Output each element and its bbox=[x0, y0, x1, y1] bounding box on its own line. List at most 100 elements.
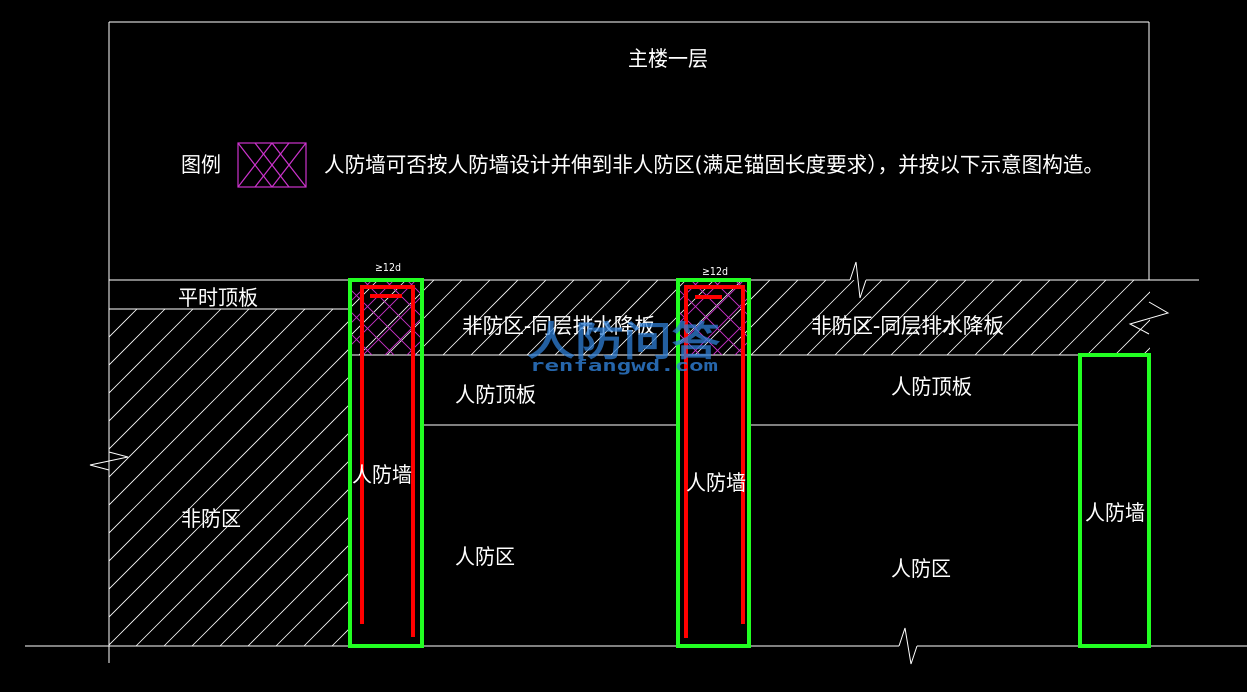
hatch-line bbox=[109, 309, 138, 338]
slab-band-hatch bbox=[247, 280, 1247, 355]
defense-wall-label-2: 人防墙 bbox=[686, 471, 746, 495]
hatch-line bbox=[712, 280, 749, 317]
hatch-line bbox=[778, 280, 855, 355]
anchor-length-label-2: ≥12d bbox=[702, 265, 728, 278]
hatch-line bbox=[1171, 280, 1246, 355]
hatch-line bbox=[109, 309, 166, 366]
hatch-line bbox=[135, 431, 350, 646]
hatch-line bbox=[918, 280, 995, 355]
hatch-line bbox=[946, 280, 1023, 355]
non-defense-slab-label-1: 非防区-同层排水降板 bbox=[462, 314, 655, 338]
hatch-line bbox=[1002, 280, 1079, 355]
hatch-line bbox=[1030, 280, 1107, 355]
hatch-line bbox=[350, 280, 351, 281]
defense-wall-2-outline bbox=[676, 278, 751, 648]
hatch-line bbox=[350, 354, 351, 355]
hatch-line bbox=[109, 319, 350, 562]
hatch-line bbox=[678, 288, 745, 355]
hatch-line bbox=[350, 280, 407, 337]
hatch-line bbox=[253, 280, 328, 355]
non-defense-zone-label: 非防区 bbox=[181, 507, 241, 531]
hatch-line bbox=[834, 280, 911, 355]
hatch-line bbox=[109, 309, 334, 534]
hatch-line bbox=[690, 280, 749, 339]
hatch-line bbox=[974, 280, 1051, 355]
hatch-line bbox=[526, 280, 603, 355]
defense-wall-3-outline bbox=[1078, 353, 1151, 648]
hatch-line bbox=[554, 280, 631, 355]
hatch-line bbox=[247, 543, 350, 646]
hatch-line bbox=[384, 280, 422, 318]
hatch-line bbox=[350, 280, 351, 281]
non-defense-slab-label-2: 非防区-同层排水降板 bbox=[811, 314, 1004, 338]
rebar-wall-1-outer bbox=[360, 285, 415, 637]
hatch-line bbox=[350, 332, 373, 355]
hatch-line bbox=[406, 280, 422, 296]
hatch-line bbox=[109, 309, 306, 506]
ordinary-roof-slab-label: 平时顶板 bbox=[178, 286, 258, 310]
hatch-line bbox=[275, 571, 350, 646]
hatch-line bbox=[610, 280, 687, 355]
defense-wall-outlines bbox=[348, 278, 1151, 648]
hatch-line bbox=[247, 280, 322, 355]
legend-description: 人防墙可否按人防墙设计并伸到非人防区(满足锚固长度要求），并按以下示意图构造。 bbox=[324, 153, 1104, 177]
hatch-line bbox=[696, 309, 1033, 646]
hatch-line bbox=[712, 318, 749, 355]
hatch-line bbox=[253, 280, 328, 355]
non-defense-zone-hatch bbox=[0, 309, 1033, 646]
defense-wall-label-1: 人防墙 bbox=[352, 463, 412, 487]
structural-lines bbox=[25, 261, 1247, 665]
main-building-frame bbox=[108, 21, 1150, 663]
defense-roof-label-2: 人防顶板 bbox=[891, 375, 972, 399]
hatch-line bbox=[0, 309, 81, 646]
hatch-line bbox=[109, 309, 250, 450]
hatch-line bbox=[109, 347, 350, 590]
watermark-sub: renfangwd.com bbox=[530, 356, 719, 375]
defense-wall-label-3: 人防墙 bbox=[1085, 501, 1145, 525]
hatch-line bbox=[750, 280, 827, 355]
hatch-line bbox=[722, 280, 799, 355]
hatch-line bbox=[191, 487, 350, 646]
hatch-line bbox=[109, 309, 222, 422]
hatch-line bbox=[350, 280, 379, 309]
hatch-line bbox=[470, 280, 547, 355]
watermark-main: 人防问答 bbox=[527, 319, 721, 365]
defense-roof-label-1: 人防顶板 bbox=[455, 383, 536, 407]
hatch-line bbox=[406, 339, 422, 355]
hatch-line bbox=[862, 280, 939, 355]
anchor-length-label-1: ≥12d bbox=[375, 261, 401, 274]
defense-zone-label-1: 人防区 bbox=[455, 545, 515, 569]
hatch-line bbox=[109, 309, 194, 394]
hatch-line bbox=[582, 280, 659, 355]
hatch-line bbox=[1086, 291, 1150, 355]
hatch-line bbox=[694, 280, 771, 355]
rebar-wall-2-outer bbox=[684, 285, 745, 638]
hatch-line bbox=[414, 280, 491, 355]
hatch-line bbox=[109, 375, 350, 618]
hatch-line bbox=[1114, 319, 1150, 355]
rebar-lines bbox=[360, 285, 745, 638]
legend-symbol bbox=[237, 142, 307, 188]
hatch-line bbox=[1199, 280, 1247, 355]
defense-wall-1-outline bbox=[348, 278, 424, 648]
watermark: 人防问答 renfangwd.com bbox=[527, 319, 721, 375]
hatch-line bbox=[109, 309, 110, 310]
hatch-line bbox=[1227, 280, 1247, 355]
hatch-line bbox=[498, 280, 575, 355]
hatch-line bbox=[384, 317, 422, 355]
legend-label: 图例 bbox=[181, 153, 221, 177]
defense-zone-label-2: 人防区 bbox=[891, 557, 951, 581]
hatch-line bbox=[109, 403, 350, 646]
hatch-line bbox=[109, 309, 278, 478]
hatch-line bbox=[350, 280, 373, 303]
hatch-line bbox=[362, 280, 422, 340]
hatch-line bbox=[350, 310, 395, 355]
hatch-line bbox=[806, 280, 883, 355]
page-title: 主楼一层 bbox=[628, 47, 708, 71]
hatch-line bbox=[442, 280, 519, 355]
hatch-line bbox=[350, 288, 417, 355]
hatch-line bbox=[890, 280, 967, 355]
defense-wall-1-cross-hatch bbox=[253, 280, 422, 355]
hatch-line bbox=[1058, 280, 1135, 355]
